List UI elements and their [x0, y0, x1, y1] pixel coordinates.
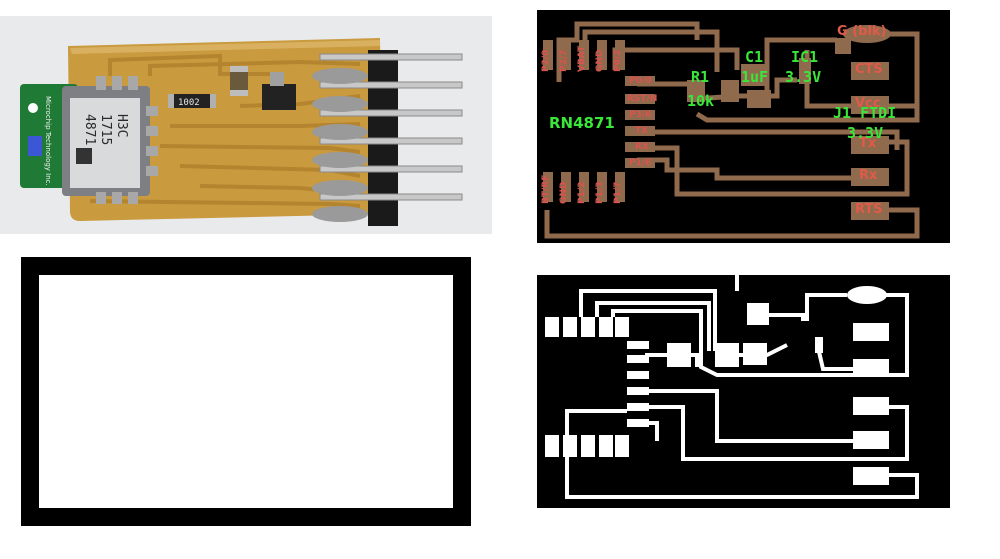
pad-label-p1-6: P1/6 [629, 158, 652, 168]
pad-label-tx: TX [635, 126, 649, 136]
pad-label-p2-7: P2/7 [559, 49, 569, 72]
connector-label-rts: RTS [855, 202, 883, 217]
pad-label-rx: RX [635, 142, 649, 152]
connector-label-rx: Rx [859, 168, 878, 183]
connector-label-tx: Tx [859, 136, 877, 151]
chip-line-3: H3C [114, 114, 129, 137]
connector-label-cts: CTS [855, 62, 883, 77]
module-brand-text: Microchip Technology Inc. [44, 96, 52, 186]
chip-line-1: 4871 [82, 114, 97, 145]
pad-label-p1-7: P1/7 [613, 181, 623, 204]
resistor-photo [172, 94, 212, 108]
module-shield [70, 98, 140, 188]
pad-label-gnd-bottom: GND [559, 181, 569, 204]
connector-label-gnd: G (blk) [837, 24, 887, 39]
r1-value: 10k [687, 92, 715, 110]
pad-label-gnd-top: GND [595, 49, 605, 72]
trace-mill-view [537, 275, 950, 508]
layout-traces [543, 21, 920, 239]
ic1-value: 3.3V [785, 68, 822, 86]
c1-value: 1uF [741, 68, 769, 86]
connector-label-vcc: Vcc [855, 96, 881, 111]
pad-label-p0-0: P0/0 [629, 76, 652, 86]
pcb-photo-drawing: Microchip Technology Inc. 4871 1715 H3C … [20, 38, 463, 226]
board-outline-cutout [39, 275, 453, 508]
module-marking: 4871 1715 H3C [82, 114, 129, 145]
ic1-name: IC1 [791, 48, 819, 66]
board-layout-view: P2/0 P2/7 VBAT GND P0/2 P0/0 RST/N P3/6 … [537, 10, 950, 243]
pad-label-rst-n: RST/N [627, 94, 658, 104]
board-outline-view [21, 257, 471, 526]
resistor-code: 1002 [178, 98, 200, 108]
r1-name: R1 [691, 68, 710, 86]
module-title: RN4871 [549, 114, 615, 132]
regulator-photo [262, 84, 296, 110]
pad-label-p3-6: P3/6 [629, 110, 652, 120]
trace-mill-drawing [545, 275, 919, 499]
capacitor-photo [230, 66, 248, 96]
pad-label-bt-rf: BT/RF [541, 174, 551, 204]
pad-label-p0-2: P0/2 [613, 49, 623, 72]
qr-code-icon [76, 148, 92, 164]
pad-label-p1-2: P1/2 [577, 181, 587, 204]
pad-label-p2-0: P2/0 [541, 49, 551, 72]
j1-value: 3.3V [847, 124, 884, 142]
c1-name: C1 [745, 48, 764, 66]
j1-name: J1 FTDI [833, 104, 897, 122]
pcb-photo: Microchip Technology Inc. 4871 1715 H3C … [0, 16, 492, 234]
pad-label-vbat: VBAT [577, 45, 587, 72]
pad-label-p1-3: P1/3 [595, 181, 605, 204]
chip-line-2: 1715 [98, 114, 113, 145]
